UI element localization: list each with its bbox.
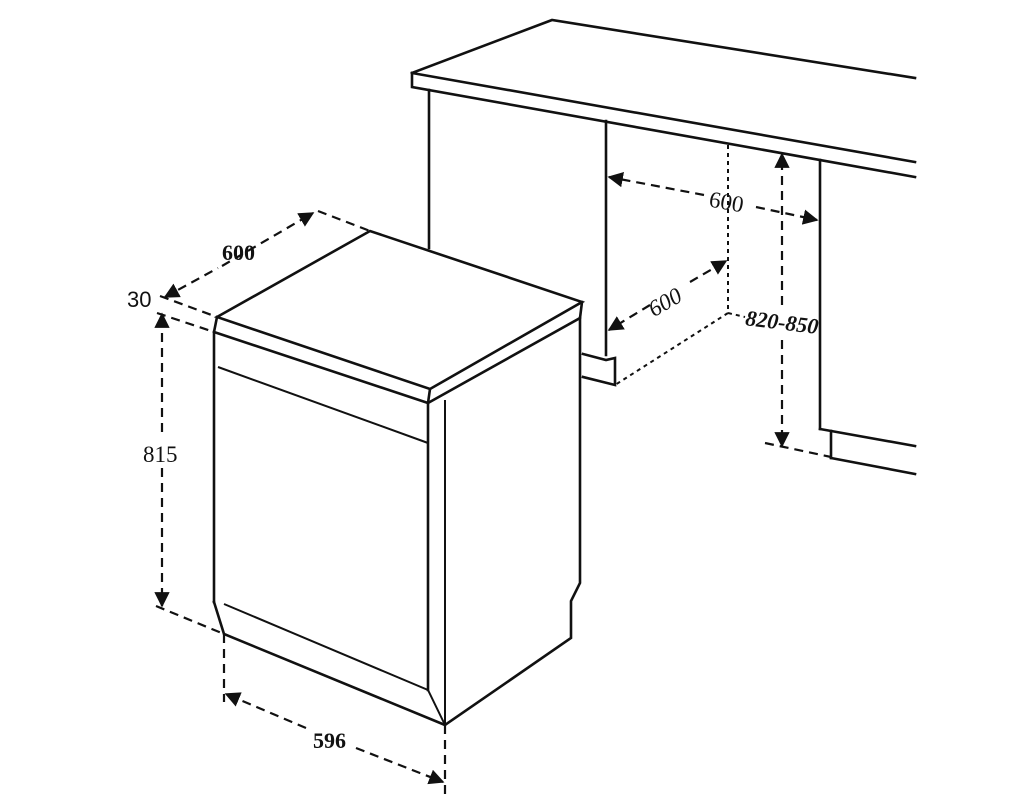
cabinet-right [764,158,917,476]
label-niche-width: 600 [707,187,745,218]
label-appliance-width: 596 [313,728,346,753]
dimension-height-appliance: 815 [143,312,225,636]
niche-guides [614,145,746,386]
dishwasher [212,229,586,727]
label-niche-height-range: 820-850 [744,305,820,339]
dimension-depth-appliance: 600 [159,209,371,319]
countertop [410,18,917,179]
dimension-width-appliance: 596 [222,634,447,795]
label-niche-depth: 600 [644,283,687,322]
label-appliance-depth: 600 [222,240,255,265]
cabinet-left [427,88,617,387]
dimension-niche-depth: 600 [607,260,728,331]
dimension-niche-width: 600 [607,172,819,225]
dimension-top-clearance: 30 [127,287,215,334]
dimension-niche-height: 820-850 [744,152,820,448]
label-top-clearance: 30 [127,287,151,312]
label-appliance-height: 815 [143,442,178,467]
